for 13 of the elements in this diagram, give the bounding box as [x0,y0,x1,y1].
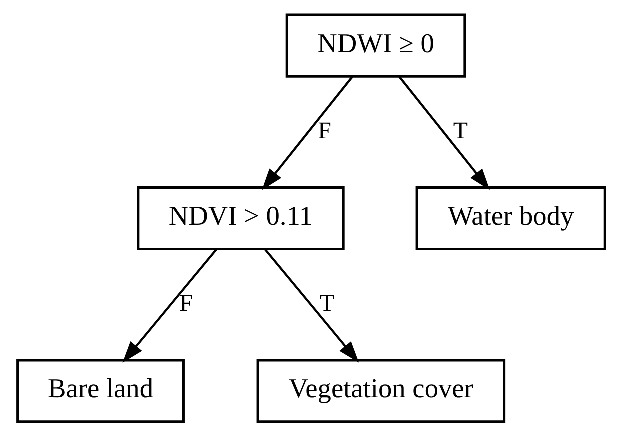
node-box: Vegetation cover [256,359,506,424]
edge-label: T [320,291,334,318]
node-box: Bare land [16,359,184,424]
arrow [264,248,359,363]
node-box: Water body [415,186,606,251]
arrow [262,76,353,190]
node-box: NDWI ≥ 0 [285,14,466,78]
arrow [398,76,490,190]
edge-label: T [452,118,468,144]
edge-label: F [318,118,331,144]
arrow [122,248,217,363]
edge-label: F [179,291,192,318]
node-box: NDVI > 0.11 [136,186,344,251]
